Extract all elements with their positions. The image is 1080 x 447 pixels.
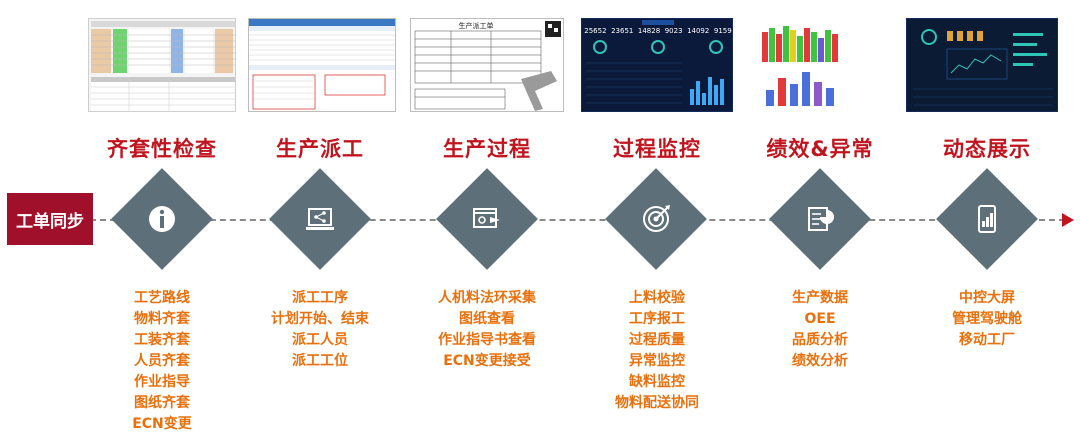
thumbnail-kitting-spreadsheet <box>88 18 236 112</box>
stage-item: 管理驾驶舱 <box>952 311 1022 327</box>
thumbnail-dispatch-software <box>248 18 396 112</box>
stage-item: 上料校验 <box>629 290 685 306</box>
stage-item: 生产数据 <box>792 290 848 306</box>
stage-title: 过程监控 <box>613 137 701 161</box>
stage-item: 作业指导 <box>134 374 190 390</box>
dashboard-number: 9159 <box>713 27 732 35</box>
dashboard-number: 14828 <box>637 27 661 35</box>
stage-item: 派工工位 <box>292 353 348 369</box>
stage-item: 品质分析 <box>792 332 848 348</box>
stage-item: 派工人员 <box>292 332 348 348</box>
stage-items-list: 工艺路线物料齐套工装齐套人员齐套作业指导图纸齐套 ECN变更 <box>87 288 237 435</box>
stage-items-list: 上料校验工序报工过程质量异常监控缺料监控物料配送协同 <box>582 288 732 414</box>
stage-item: 作业指导书查看 <box>438 332 536 348</box>
work-order-title: 生产派工单 <box>458 22 494 30</box>
timeline-dashed-line <box>90 219 1065 221</box>
stage-item: 物料配送协同 <box>615 395 699 411</box>
stage-item: 派工工序 <box>292 290 348 306</box>
stage-item: 物料齐套 <box>134 311 190 327</box>
stage-item: 绩效分析 <box>792 353 848 369</box>
browser-gear-icon <box>467 199 507 239</box>
stage-title: 动态展示 <box>943 137 1031 161</box>
stage-item: 工艺路线 <box>134 290 190 306</box>
stage-items-list: 生产数据 OEE 品质分析绩效分析 <box>745 288 895 372</box>
stage-title: 生产过程 <box>443 137 531 161</box>
stage-item: 中控大屏 <box>959 290 1015 306</box>
thumbnail-work-order-document: 生产派工单 <box>410 18 564 112</box>
dashboard-number: 23651 <box>611 27 634 35</box>
stage-item: ECN变更接受 <box>443 353 531 369</box>
stage-items-list: 中控大屏管理驾驶舱移动工厂 <box>912 288 1062 351</box>
stage-title: 生产派工 <box>276 137 364 161</box>
start-label-box: 工单同步 <box>7 193 93 245</box>
dashboard-number: 25652 <box>584 27 607 35</box>
stage-title: 齐套性检查 <box>107 137 217 161</box>
monitor-share-icon <box>300 199 340 239</box>
stage-item: 缺料监控 <box>629 374 685 390</box>
stage-item: 人员齐套 <box>134 353 190 369</box>
thumbnail-central-control-screen <box>906 18 1058 112</box>
dashboard-number: 9023 <box>664 27 683 35</box>
stage-item: 图纸查看 <box>459 311 515 327</box>
thumbnail-monitoring-dashboard: 25652 23651 14828 9023 14092 9159 <box>581 18 733 112</box>
dashboard-number: 14092 <box>687 27 710 35</box>
info-icon <box>142 199 182 239</box>
stage-item: ECN变更 <box>132 416 192 432</box>
stage-item: 人机料法环采集 <box>438 290 536 306</box>
target-icon <box>636 199 676 239</box>
stage-title: 绩效&异常 <box>766 137 874 161</box>
stage-item: 过程质量 <box>629 332 685 348</box>
stage-item: OEE <box>804 311 836 327</box>
timeline-arrowhead <box>1062 213 1074 227</box>
stage-item: 异常监控 <box>629 353 685 369</box>
stage-items-list: 派工工序计划开始、结束派工人员派工工位 <box>245 288 395 372</box>
stage-item: 移动工厂 <box>959 332 1015 348</box>
tablet-chart-icon <box>967 199 1007 239</box>
stage-item: 工装齐套 <box>134 332 190 348</box>
thumbnail-performance-charts <box>756 18 850 112</box>
stage-item: 图纸齐套 <box>134 395 190 411</box>
stage-item: 计划开始、结束 <box>271 311 369 327</box>
stage-item: 工序报工 <box>629 311 685 327</box>
report-chart-icon <box>800 199 840 239</box>
stage-items-list: 人机料法环采集图纸查看作业指导书查看 ECN变更接受 <box>412 288 562 372</box>
